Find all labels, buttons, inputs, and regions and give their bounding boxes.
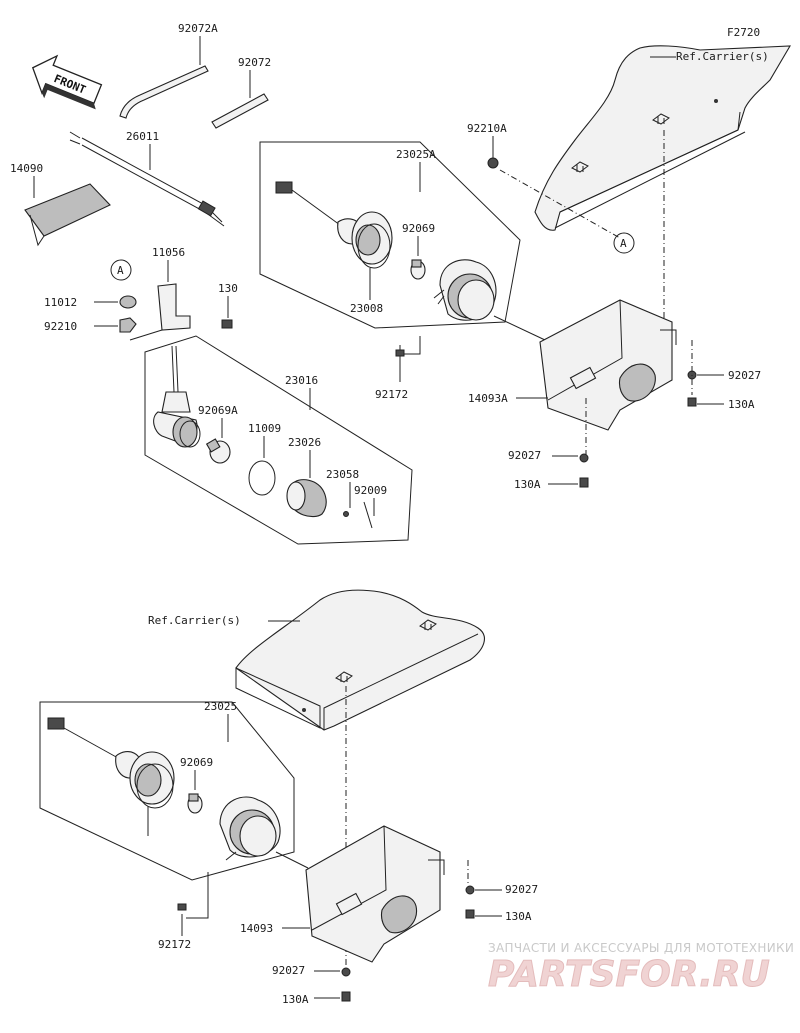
wire-harness-26011 [69,131,225,227]
lamp-housing-bottom [219,796,281,861]
lens-23026 [286,479,327,518]
figure-code-label: F2720 [727,26,760,39]
lamp-housing-top [433,259,497,321]
bracket-14093 [305,825,445,963]
callout-92027-b2: 92027 [272,964,305,977]
callout-130A-r2: 130A [514,478,541,491]
lamp-socket-23008-bottom [47,717,175,809]
callout-92069A: 92069A [198,404,238,417]
carrier-bottom [235,589,485,731]
callout-130A-b1: 130A [505,910,532,923]
watermark-tagline: ЗАПЧАСТИ И АКСЕССУАРЫ ДЛЯ МОТОТЕХНИКИ [488,941,794,955]
screw-92172-bottom [177,903,187,911]
collar-11012 [119,295,137,309]
callout-14093: 14093 [240,922,273,935]
group-box-23016 [144,335,413,545]
callout-130A-r1: 130A [728,398,755,411]
callout-92027-r2: 92027 [508,449,541,462]
callout-92027-b1: 92027 [505,883,538,896]
callout-11056: 11056 [152,246,185,259]
carrier-clip-icon [335,619,437,683]
bolt-130A-r2 [579,477,589,488]
bracket-14093A [539,299,677,431]
group-box-23025 [39,701,295,881]
callout-92172-bottom: 92172 [158,938,191,951]
callout-26011: 26011 [126,130,159,143]
callout-92069-top: 92069 [402,222,435,235]
group-box-23025A [259,141,521,329]
bulb-92069A [205,438,231,464]
callout-92069-bottom: 92069 [180,756,213,769]
callout-23008-top: 23008 [350,302,383,315]
svg-text:A: A [620,237,627,250]
bolt-130A-r1 [687,397,697,407]
callout-92210A: 92210A [467,122,507,135]
carrier-clip-icon [571,113,670,173]
callout-23025A: 23025A [396,148,436,161]
callout-23026: 23026 [288,436,321,449]
cable-strap-92072 [211,93,269,129]
callout-92072A: 92072A [178,22,218,35]
cover-14090 [24,183,111,237]
callout-23025: 23025 [204,700,237,713]
screw-92172-top [395,349,405,357]
carrier-top [534,45,791,231]
watermark-brand: PARTSFOR.RU [488,954,770,995]
callout-23016: 23016 [285,374,318,387]
spacer-23058 [343,511,349,517]
lamp-socket-23008-top [275,181,393,269]
lamp-socket-23016 [153,345,201,448]
callout-130A-b2: 130A [282,993,309,1006]
bulb-92069-bottom [187,793,203,814]
bulb-92069-top [410,259,426,280]
ref-carrier-bottom-label: Ref.Carrier(s) [148,614,241,627]
callout-92210: 92210 [44,320,77,333]
callout-14090: 14090 [10,162,43,175]
callout-23058: 23058 [326,468,359,481]
ref-marker-a-right [613,232,635,254]
bolt-130A-b1 [465,909,475,919]
callout-11012: 11012 [44,296,77,309]
callout-130-top: 130 [218,282,238,295]
front-direction-arrow-icon: FRONT [31,54,103,110]
bolt-130A-b2 [341,991,351,1002]
callout-14093A: 14093A [468,392,508,405]
callout-92027-r1: 92027 [728,369,761,382]
nut-92210A [487,157,499,169]
cable-strap-92072A [119,65,209,119]
washer-92027-b2 [341,967,351,977]
callout-92072: 92072 [238,56,271,69]
ref-carrier-top-label: Ref.Carrier(s) [676,50,769,63]
callout-92009: 92009 [354,484,387,497]
bolt-130 [221,319,233,329]
nut-92210 [119,317,137,333]
washer-92027-r2 [579,453,589,463]
ref-marker-a-left [110,259,132,281]
callout-92172-top: 92172 [375,388,408,401]
bracket-11056 [157,283,191,331]
svg-text:A: A [117,264,124,277]
o-ring-11009 [248,460,276,496]
screw-92009 [363,501,373,529]
callout-11009: 11009 [248,422,281,435]
washer-92027-b1 [465,885,475,895]
